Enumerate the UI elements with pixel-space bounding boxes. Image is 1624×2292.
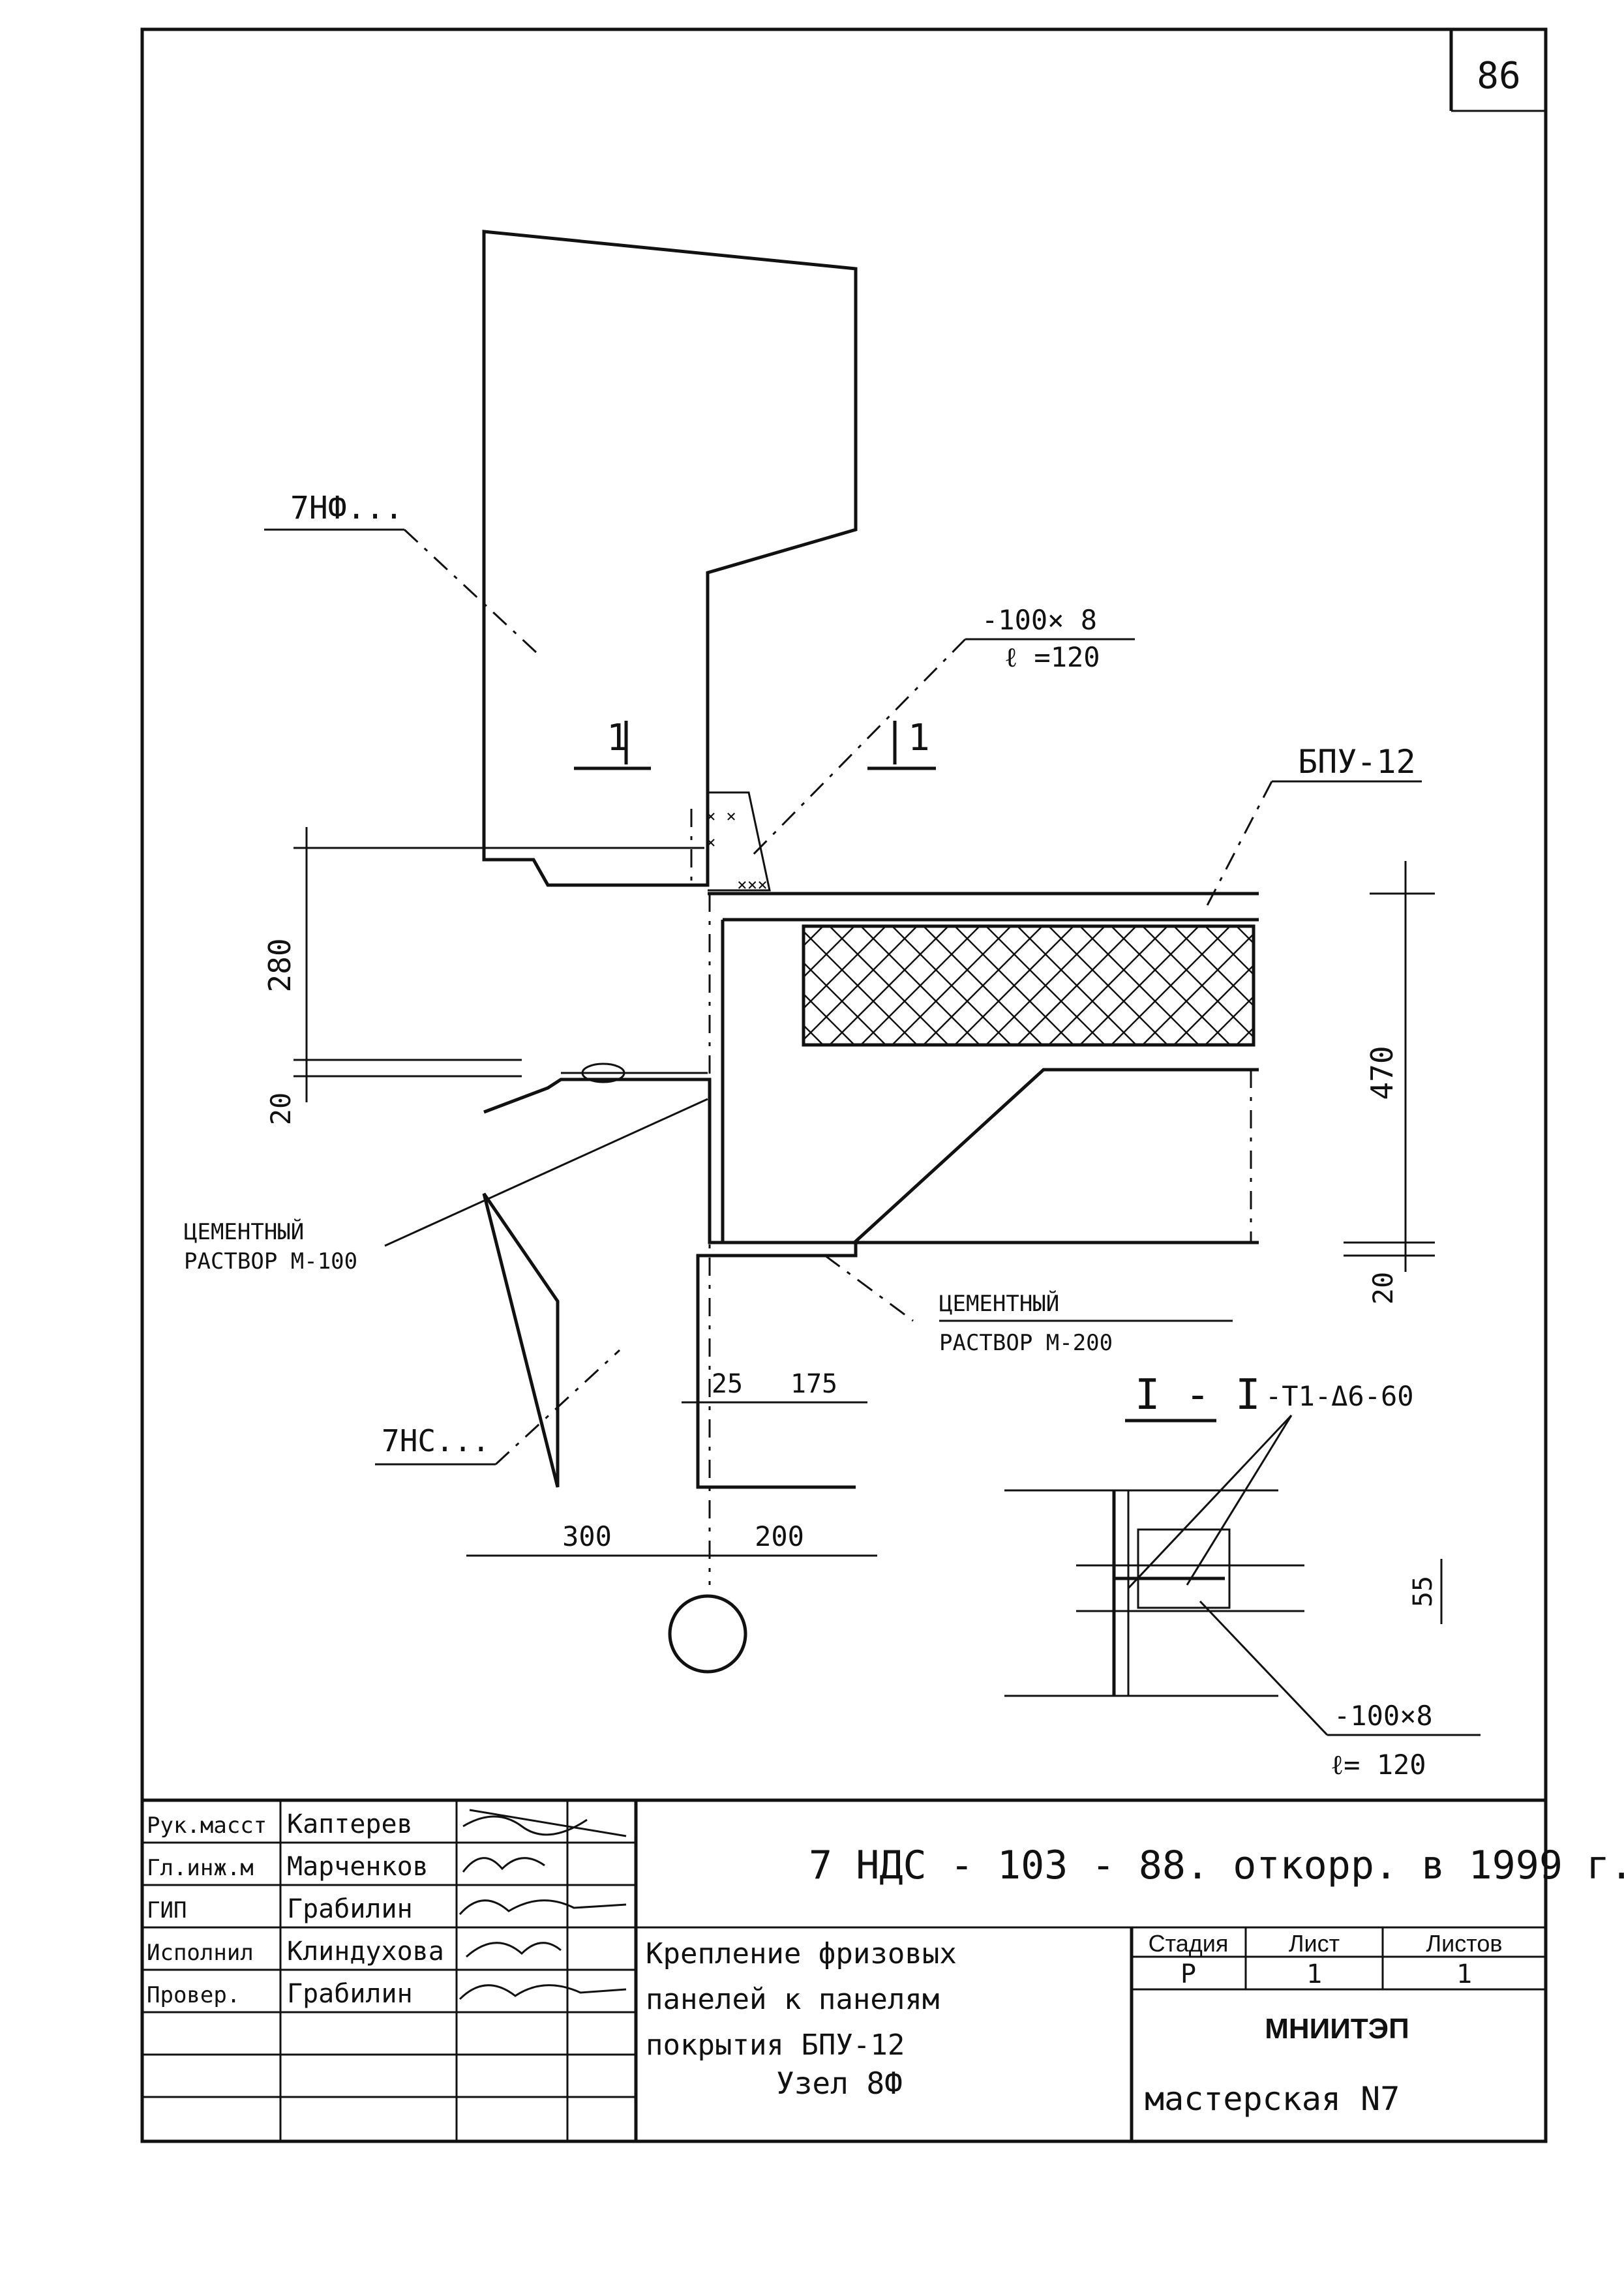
dim-470: 470	[1364, 1046, 1400, 1100]
plate-size-label: -100× 8	[982, 604, 1097, 636]
weld-marks-2: ×	[706, 833, 716, 852]
dim-20-left: 20	[265, 1093, 297, 1126]
sheet-header: Лист	[1289, 1930, 1340, 1957]
sheet-value: 1	[1306, 1959, 1322, 1989]
dim-175: 175	[790, 1369, 837, 1399]
tb-signature-4	[459, 1984, 627, 2000]
mortar100-line1: ЦЕМЕНТНЫЙ	[184, 1218, 304, 1245]
dim-55: 55	[1408, 1576, 1438, 1607]
tb-name-0: Каптерев	[287, 1809, 413, 1839]
dim-280: 280	[262, 938, 297, 992]
sheet-number: 86	[1477, 55, 1520, 97]
tb-role-2: ГИП	[147, 1897, 187, 1923]
weld-leader-2	[1186, 1415, 1293, 1586]
section-title: I - I	[1135, 1371, 1261, 1419]
plate2-size-label: -100×8	[1334, 1700, 1433, 1732]
stage-header: Стадия	[1149, 1930, 1229, 1957]
dim-25: 25	[712, 1369, 743, 1399]
dim-300: 300	[562, 1520, 612, 1552]
frieze-leader-diag	[403, 528, 537, 654]
mortar200-line2: РАСТВОР М-200	[939, 1330, 1113, 1356]
axis-bubble	[668, 1594, 747, 1674]
stage-value: Р	[1180, 1959, 1196, 1989]
tb-signature-0	[462, 1809, 627, 1837]
weld-leader-1	[1127, 1414, 1293, 1590]
sheets-value: 1	[1456, 1959, 1472, 1989]
sheet-frame	[140, 27, 1548, 2143]
sheets-header: Листов	[1426, 1930, 1503, 1957]
tb-role-1: Гл.инж.м	[147, 1855, 254, 1881]
plate-length-label: ℓ =120	[1004, 641, 1100, 673]
title-line-3: Узел 8Ф	[776, 2066, 903, 2101]
steel-plate	[708, 791, 771, 892]
weld-marks-3: ×××	[737, 875, 768, 895]
insulation-block	[802, 924, 1256, 1047]
mortar200-leader	[824, 1254, 914, 1322]
tb-signature-3	[466, 1942, 562, 1958]
mortar200-line1: ЦЕМЕНТНЫЙ	[939, 1290, 1059, 1317]
plate2-length-label: ℓ= 120	[1331, 1749, 1426, 1781]
wall-panel-outline	[482, 1078, 858, 1489]
wall-leader-diag	[494, 1349, 621, 1466]
frieze-panel-outline	[482, 230, 858, 887]
section-plate	[1137, 1528, 1231, 1609]
tb-name-4: Грабилин	[287, 1979, 413, 2009]
org-name: МНИИТЭП	[1265, 2013, 1409, 2045]
title-line-0: Крепление фризовых	[646, 1937, 957, 1970]
tb-signature-2	[459, 1899, 627, 1915]
mortar100-leader	[384, 1098, 708, 1247]
roof-leader-diag	[1205, 781, 1273, 907]
tb-signature-1	[462, 1857, 545, 1873]
plate2-leader	[1199, 1600, 1329, 1736]
roof-panel-label: БПУ-12	[1298, 743, 1416, 781]
doc-code: 7 НДС - 103 - 88. откорр. в 1999 г.	[809, 1843, 1624, 1888]
insulation-hatch	[804, 926, 1254, 1045]
weld-marks: × ×	[706, 807, 736, 826]
tb-name-1: Марченков	[287, 1852, 429, 1882]
tb-name-3: Клиндухова	[287, 1937, 444, 1967]
title-line-2: покрытия БПУ-12	[646, 2028, 905, 2062]
frieze-label: 7НФ...	[290, 490, 403, 526]
mortar100-line2: РАСТВОР М-100	[184, 1248, 357, 1274]
rib-profile	[853, 1068, 1259, 1244]
sealant-gasket	[581, 1063, 625, 1083]
tb-role-0: Рук.масст	[147, 1813, 267, 1839]
dim-200: 200	[755, 1520, 804, 1552]
title-line-1: панелей к панелям	[646, 1983, 939, 2016]
plate-leader-diag	[752, 638, 967, 856]
wall-panel-label: 7НС...	[382, 1423, 490, 1458]
workshop-name: мастерская N7	[1145, 2080, 1400, 2118]
tb-role-3: Исполнил	[147, 1940, 254, 1966]
tb-role-4: Провер.	[147, 1982, 240, 2008]
weld-spec-label: -Т1-Δ6-60	[1265, 1380, 1414, 1412]
section-mark-right: 1	[908, 717, 930, 759]
tb-name-2: Грабилин	[287, 1894, 413, 1924]
dim-20-right: 20	[1367, 1272, 1399, 1305]
